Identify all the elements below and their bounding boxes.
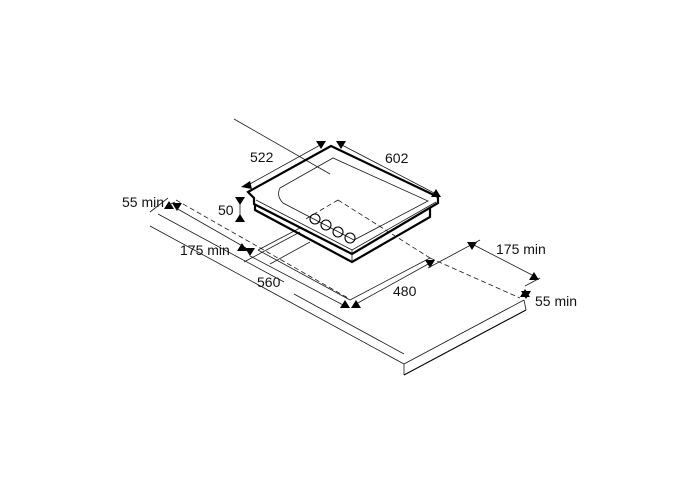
knob-icon [309, 213, 321, 225]
label-hob-height: 50 [218, 202, 234, 218]
label-side-clearance-right: 175 min [496, 241, 546, 257]
label-front-clearance-left: 55 min [122, 194, 165, 210]
knob-icon [344, 232, 356, 244]
cutout [175, 199, 521, 301]
label-cutout-width: 560 [257, 274, 281, 290]
label-hob-width: 602 [385, 150, 409, 166]
knob-icon [332, 226, 344, 238]
knob-icon [320, 219, 332, 231]
label-front-clearance-right: 55 min [535, 293, 578, 309]
label-cutout-depth: 480 [393, 283, 417, 299]
countertop [149, 197, 527, 376]
label-side-clearance-left: 175 min [180, 242, 230, 258]
label-hob-depth: 522 [250, 149, 274, 165]
wall-reference-line [233, 118, 331, 175]
dimension-lines [164, 141, 541, 308]
hob [246, 144, 440, 264]
